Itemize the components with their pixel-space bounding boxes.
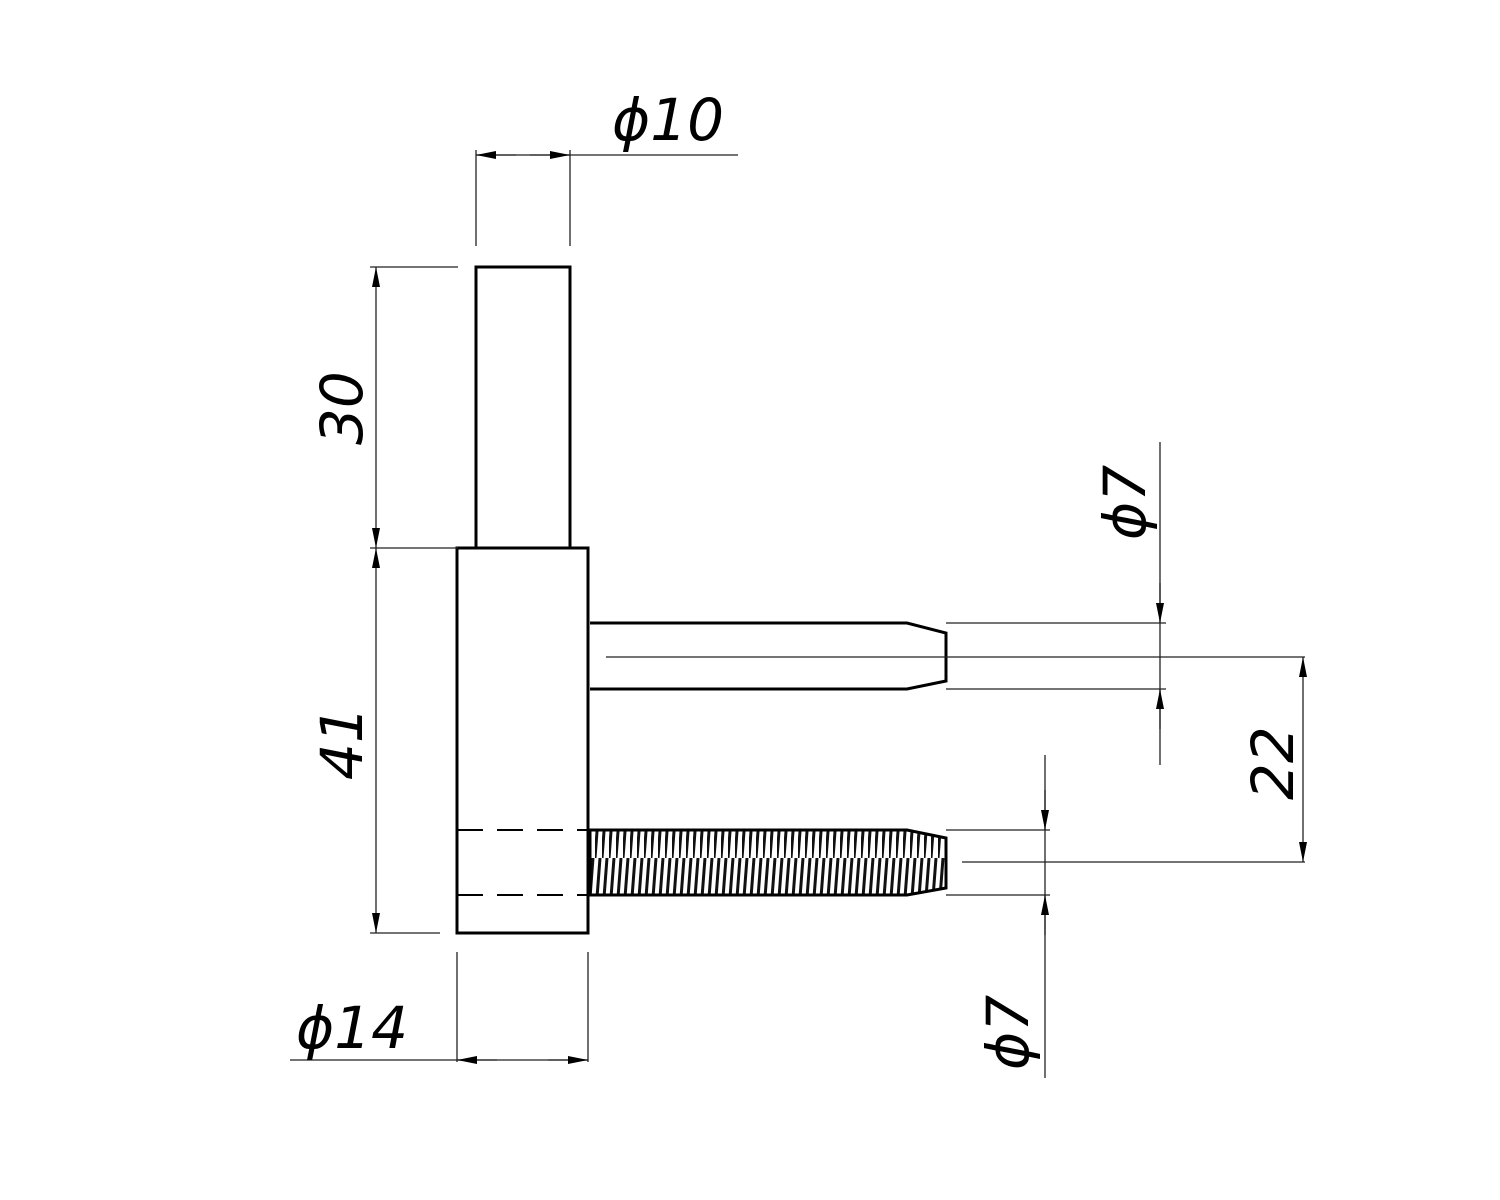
dim-label-pin-length: 30 [308,371,376,445]
dim-body-diameter: ϕ14 [290,952,589,1064]
dim-label-body-diameter: ϕ14 [296,994,408,1062]
dim-label-threaded-peg-diameter: ϕ7 [974,995,1042,1070]
dim-upper-peg-diameter: ϕ7 [946,442,1166,765]
dim-label-upper-peg-diameter: ϕ7 [1091,465,1159,540]
dim-pin-diameter: ϕ10 [475,86,738,246]
dim-label-peg-spacing: 22 [1239,726,1307,800]
dim-threaded-peg-diameter: ϕ7 [946,755,1050,1078]
dim-label-body-length: 41 [308,706,376,780]
threaded-peg [588,828,948,897]
upper-peg [590,621,948,691]
dim-body-length: 41 [308,548,440,934]
body [455,546,590,935]
dim-peg-spacing: 22 [1239,657,1307,862]
dim-pin-length: 30 [308,266,458,549]
dim-label-pin-diameter: ϕ10 [612,86,724,154]
pin [474,265,572,550]
